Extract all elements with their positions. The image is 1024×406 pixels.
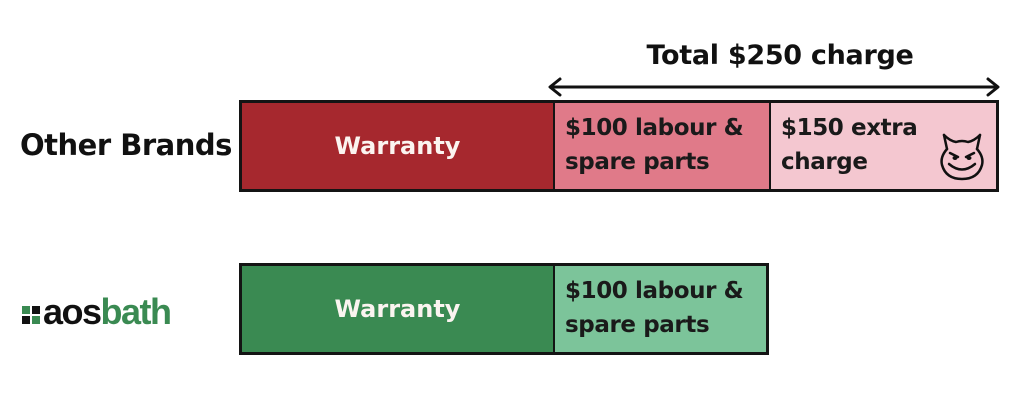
other-labour-line2: spare parts	[565, 149, 710, 175]
other-warranty-segment: Warranty	[242, 103, 553, 189]
total-charge-label: Total $250 charge	[646, 40, 914, 71]
other-extra-line1: $150 extra	[781, 115, 918, 141]
other-brands-bar: Warranty $100 labour & spare parts $150 …	[239, 100, 999, 192]
other-labour-segment: $100 labour & spare parts	[553, 103, 769, 189]
logo-text-bath: bath	[100, 291, 173, 332]
aos-warranty-segment: Warranty	[242, 266, 553, 352]
aos-labour-segment: $100 labour & spare parts	[553, 266, 766, 352]
other-extra-segment: $150 extra charge	[769, 103, 996, 189]
double-arrow-icon	[548, 77, 1000, 97]
logo-squares-icon	[22, 306, 40, 324]
aosbath-logo: aos bath	[22, 291, 173, 332]
other-labour-line1: $100 labour &	[565, 115, 744, 141]
other-warranty-label: Warranty	[334, 132, 461, 160]
aosbath-bar: Warranty $100 labour & spare parts	[239, 263, 769, 355]
logo-text-aos: aos	[43, 291, 102, 332]
aos-warranty-label: Warranty	[334, 295, 461, 323]
aos-labour-line2: spare parts	[565, 312, 710, 338]
smiling-devil-icon	[940, 133, 984, 181]
other-brands-label: Other Brands	[20, 128, 232, 162]
aos-labour-line1: $100 labour &	[565, 278, 744, 304]
other-extra-line2: charge	[781, 149, 868, 175]
